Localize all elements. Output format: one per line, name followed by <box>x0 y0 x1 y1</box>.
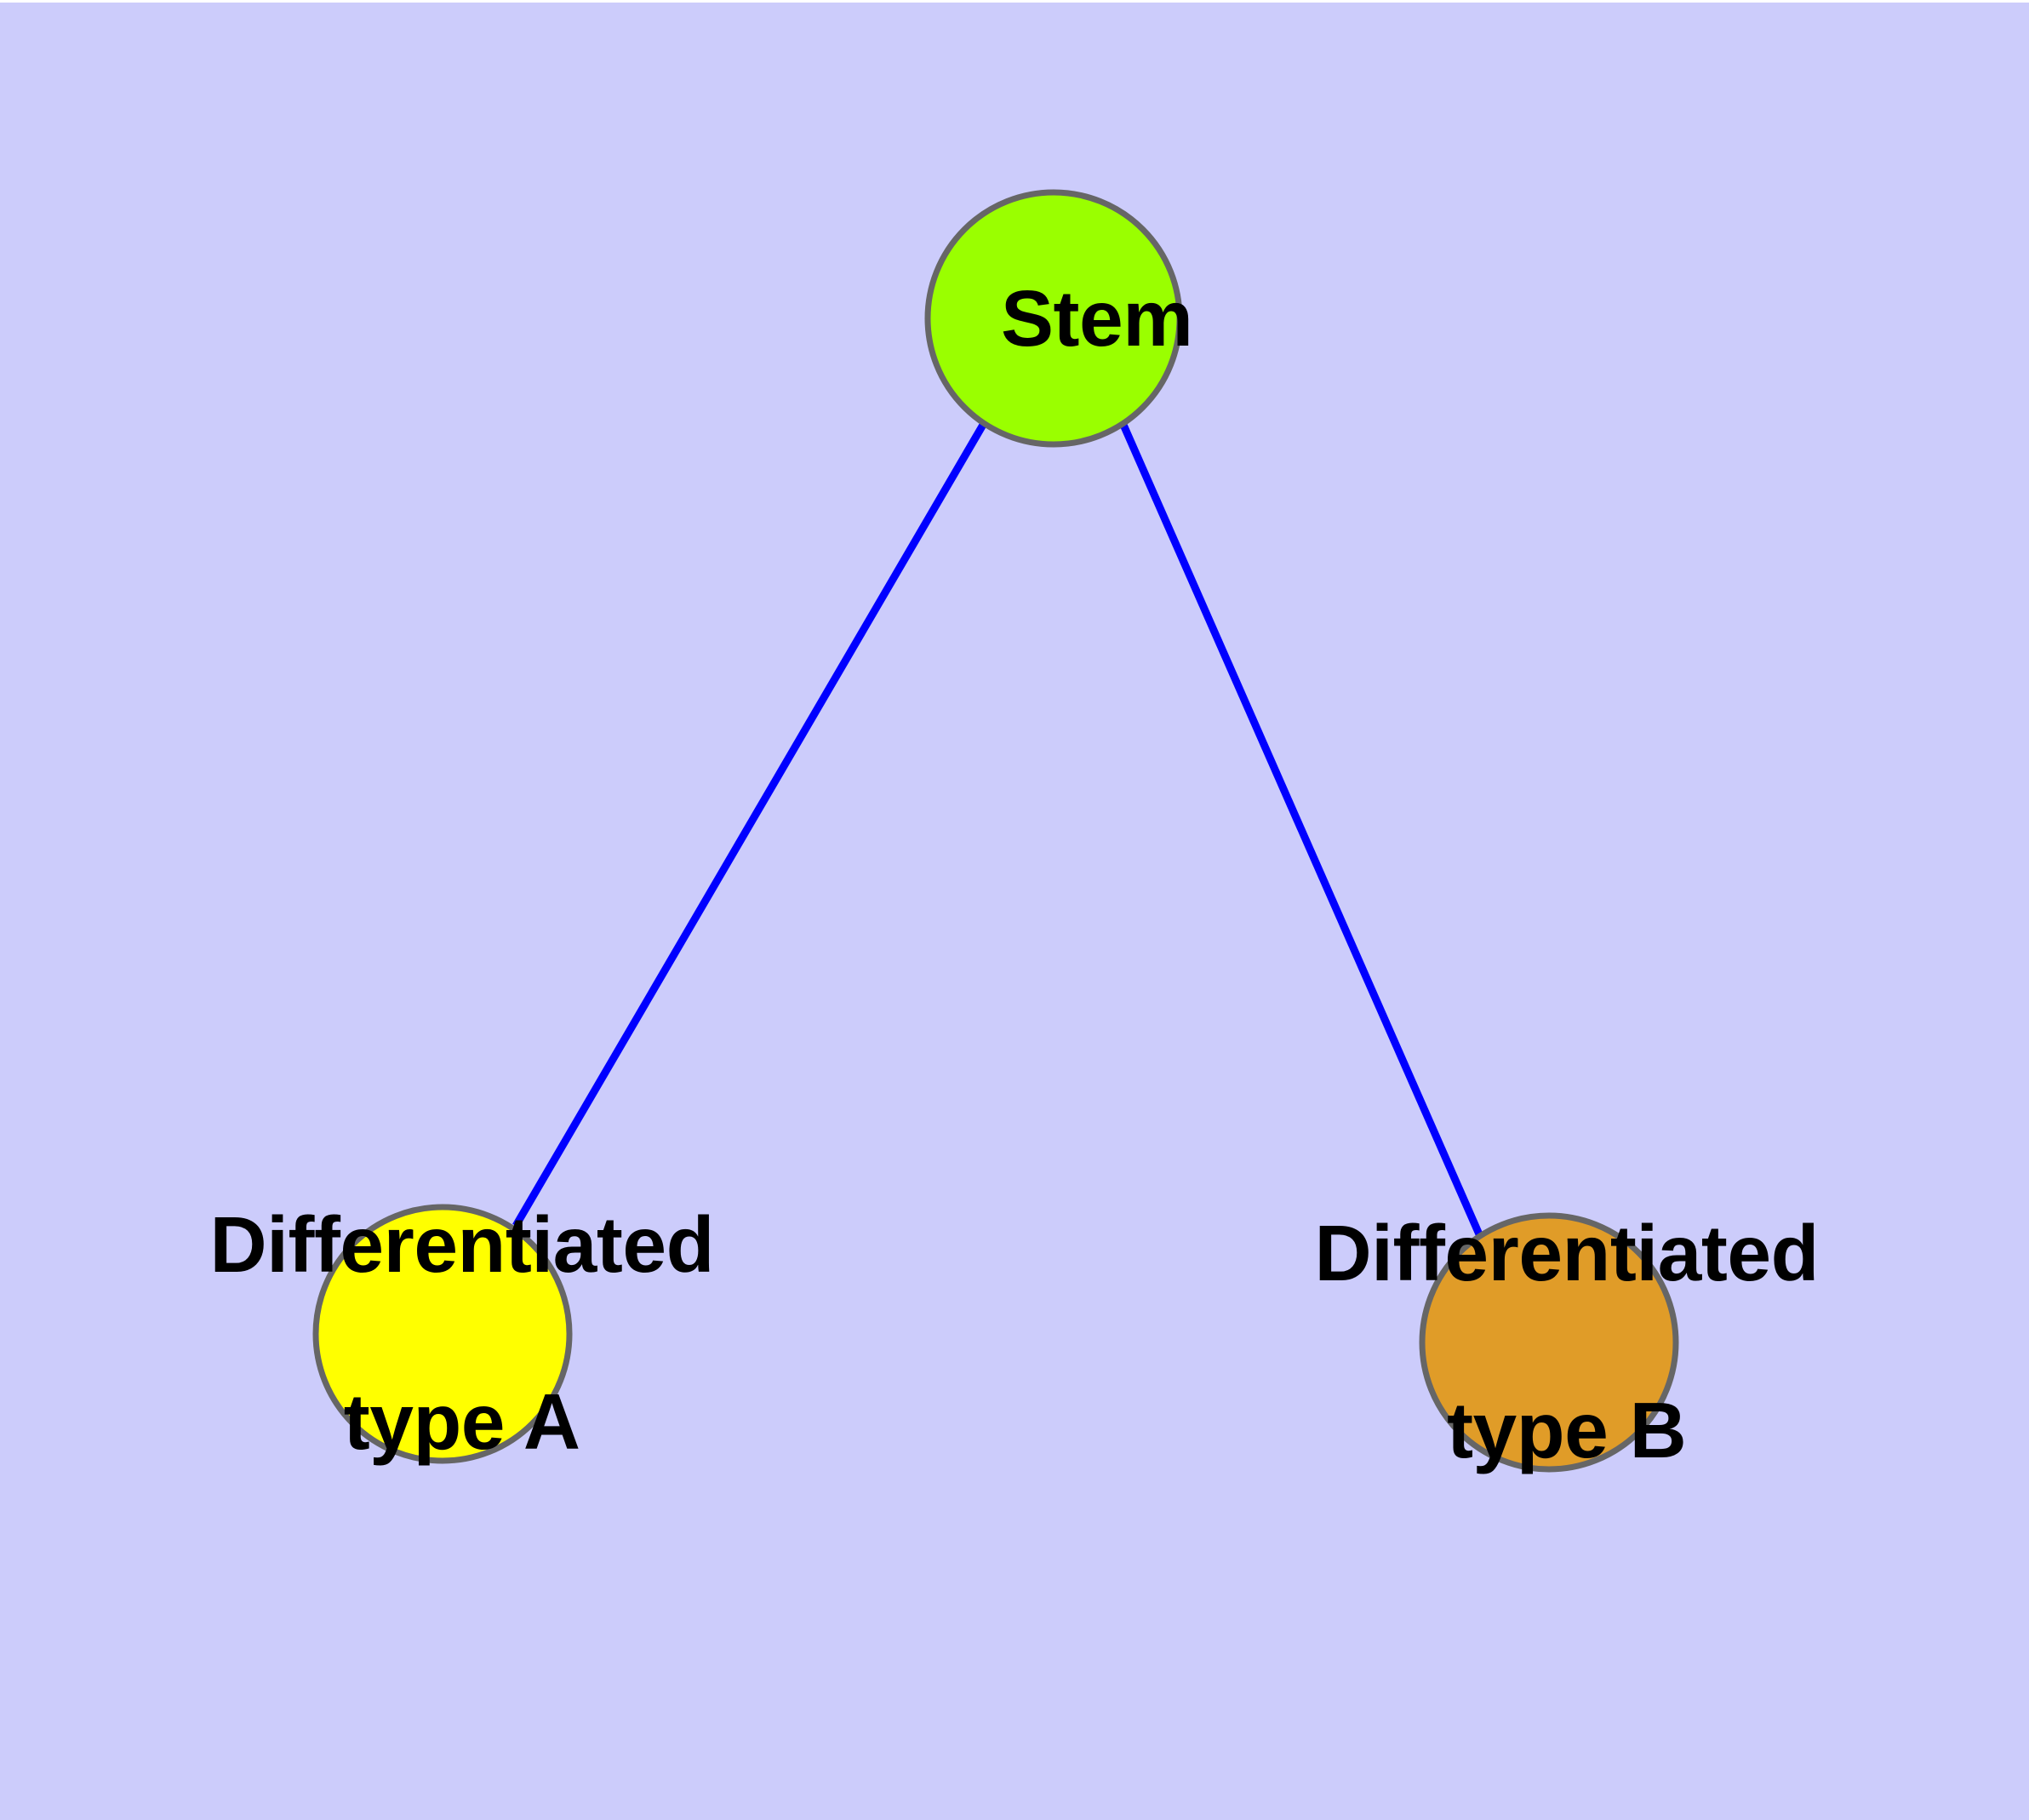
node-stem[interactable] <box>924 189 1183 448</box>
edge-stem-to-differentiated-type-a[interactable] <box>512 422 986 1228</box>
node-group <box>312 189 1679 1473</box>
node-differentiated-type-a[interactable] <box>312 1204 573 1464</box>
node-differentiated-type-b[interactable] <box>1419 1212 1679 1473</box>
edge-group <box>512 422 1483 1236</box>
edge-stem-to-differentiated-type-b[interactable] <box>1119 423 1483 1236</box>
